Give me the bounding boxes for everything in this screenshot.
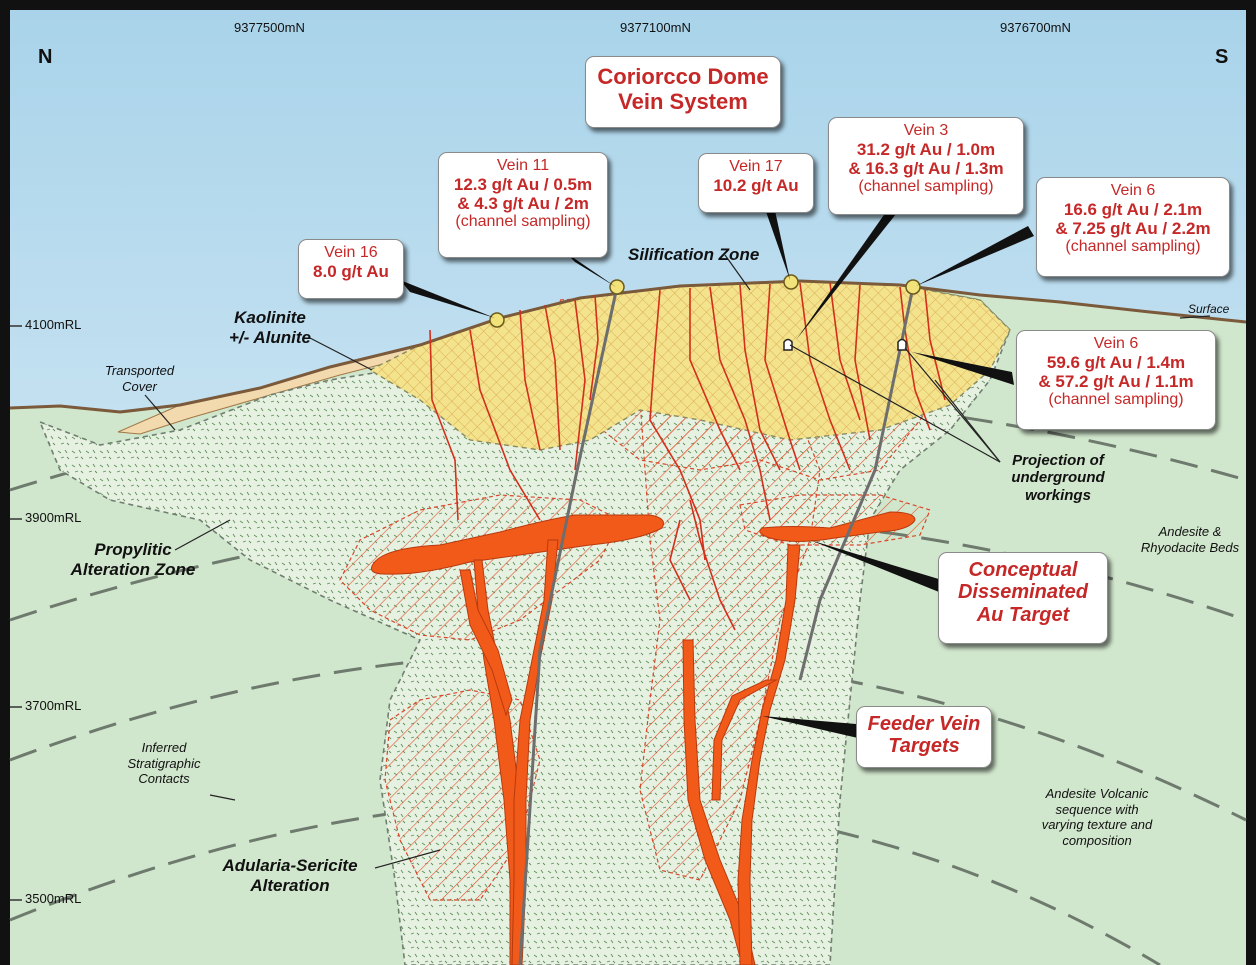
vein-grade: & 7.25 g/t Au / 2.2m bbox=[1045, 219, 1221, 238]
label-line: Rhyodacite Beds bbox=[1130, 540, 1250, 556]
label-line: sequence with bbox=[1022, 802, 1172, 818]
label-line: workings bbox=[988, 487, 1128, 504]
diagram-title: Coriorcco Dome Vein System bbox=[585, 56, 781, 128]
label-line: Andesite & bbox=[1130, 524, 1250, 540]
south-label: S bbox=[1215, 46, 1228, 69]
vein-6-lower-callout: Vein 6 59.6 g/t Au / 1.4m & 57.2 g/t Au … bbox=[1016, 330, 1216, 430]
vein-grade: & 16.3 g/t Au / 1.3m bbox=[837, 159, 1015, 178]
vein-name: Vein 6 bbox=[1045, 182, 1221, 200]
elevation-label: 3700mRL bbox=[25, 698, 81, 713]
inferred-contacts-label: Inferred Stratigraphic Contacts bbox=[104, 740, 224, 787]
northing-label: 9377100mN bbox=[620, 20, 691, 35]
label-line: Propylitic bbox=[58, 540, 208, 560]
label-line: Stratigraphic bbox=[104, 756, 224, 772]
target-line: Feeder Vein bbox=[865, 713, 983, 735]
vein-grade: 16.6 g/t Au / 2.1m bbox=[1045, 200, 1221, 219]
vein-note: (channel sampling) bbox=[837, 178, 1015, 196]
label-line: Projection of bbox=[988, 452, 1128, 469]
label-line: Alteration Zone bbox=[58, 560, 208, 580]
northing-label: 9377500mN bbox=[234, 20, 305, 35]
vein-note: (channel sampling) bbox=[447, 213, 599, 231]
label-line: Transported bbox=[92, 363, 187, 379]
vein-3-callout: Vein 3 31.2 g/t Au / 1.0m & 16.3 g/t Au … bbox=[828, 117, 1024, 215]
projection-label: Projection of underground workings bbox=[988, 452, 1128, 504]
vein-6-upper-callout: Vein 6 16.6 g/t Au / 2.1m & 7.25 g/t Au … bbox=[1036, 177, 1230, 277]
label-line: Kaolinite bbox=[210, 308, 330, 328]
vein-name: Vein 11 bbox=[447, 157, 599, 175]
north-label: N bbox=[38, 46, 52, 69]
target-line: Au Target bbox=[947, 604, 1099, 626]
label-line: Inferred bbox=[104, 740, 224, 756]
label-line: underground bbox=[988, 469, 1128, 486]
vein-note: (channel sampling) bbox=[1045, 238, 1221, 256]
andesite-volcanic-label: Andesite Volcanic sequence with varying … bbox=[1022, 786, 1172, 848]
vein-grade: 12.3 g/t Au / 0.5m bbox=[447, 175, 599, 194]
propylitic-zone-label: Propylitic Alteration Zone bbox=[58, 540, 208, 579]
title-line: Vein System bbox=[594, 90, 772, 115]
andesite-beds-label: Andesite & Rhyodacite Beds bbox=[1130, 524, 1250, 555]
vein-17-callout: Vein 17 10.2 g/t Au bbox=[698, 153, 814, 213]
vein-name: Vein 16 bbox=[307, 244, 395, 262]
vein-name: Vein 3 bbox=[837, 122, 1015, 140]
target-line: Disseminated bbox=[947, 581, 1099, 603]
label-line: +/- Alunite bbox=[210, 328, 330, 348]
title-line: Coriorcco Dome bbox=[594, 65, 772, 90]
label-line: varying texture and bbox=[1022, 817, 1172, 833]
target-line: Conceptual bbox=[947, 559, 1099, 581]
elevation-label: 3500mRL bbox=[25, 891, 81, 906]
label-line: Andesite Volcanic bbox=[1022, 786, 1172, 802]
disseminated-target-callout: Conceptual Disseminated Au Target bbox=[938, 552, 1108, 644]
adularia-sericite-label: Adularia-Sericite Alteration bbox=[205, 856, 375, 895]
elevation-label: 3900mRL bbox=[25, 510, 81, 525]
vein-name: Vein 6 bbox=[1025, 335, 1207, 353]
target-line: Targets bbox=[865, 735, 983, 757]
transported-cover-label: Transported Cover bbox=[92, 363, 187, 394]
label-line: Alteration bbox=[205, 876, 375, 896]
vein-grade: & 57.2 g/t Au / 1.1m bbox=[1025, 372, 1207, 391]
vein-grade: 59.6 g/t Au / 1.4m bbox=[1025, 353, 1207, 372]
surface-label: Surface bbox=[1188, 302, 1229, 316]
vein-note: (channel sampling) bbox=[1025, 391, 1207, 409]
vein-16-callout: Vein 16 8.0 g/t Au bbox=[298, 239, 404, 299]
label-line: Cover bbox=[92, 379, 187, 395]
vein-11-callout: Vein 11 12.3 g/t Au / 0.5m & 4.3 g/t Au … bbox=[438, 152, 608, 258]
elevation-label: 4100mRL bbox=[25, 317, 81, 332]
label-line: composition bbox=[1022, 833, 1172, 849]
kaolinite-label: Kaolinite +/- Alunite bbox=[210, 308, 330, 347]
label-line: Contacts bbox=[104, 771, 224, 787]
vein-grade: & 4.3 g/t Au / 2m bbox=[447, 194, 599, 213]
label-line: Adularia-Sericite bbox=[205, 856, 375, 876]
vein-grade: 8.0 g/t Au bbox=[307, 262, 395, 281]
feeder-vein-target-callout: Feeder Vein Targets bbox=[856, 706, 992, 768]
vein-grade: 31.2 g/t Au / 1.0m bbox=[837, 140, 1015, 159]
vein-name: Vein 17 bbox=[707, 158, 805, 176]
silification-zone-label: Silification Zone bbox=[628, 245, 759, 265]
vein-grade: 10.2 g/t Au bbox=[707, 176, 805, 195]
northing-label: 9376700mN bbox=[1000, 20, 1071, 35]
